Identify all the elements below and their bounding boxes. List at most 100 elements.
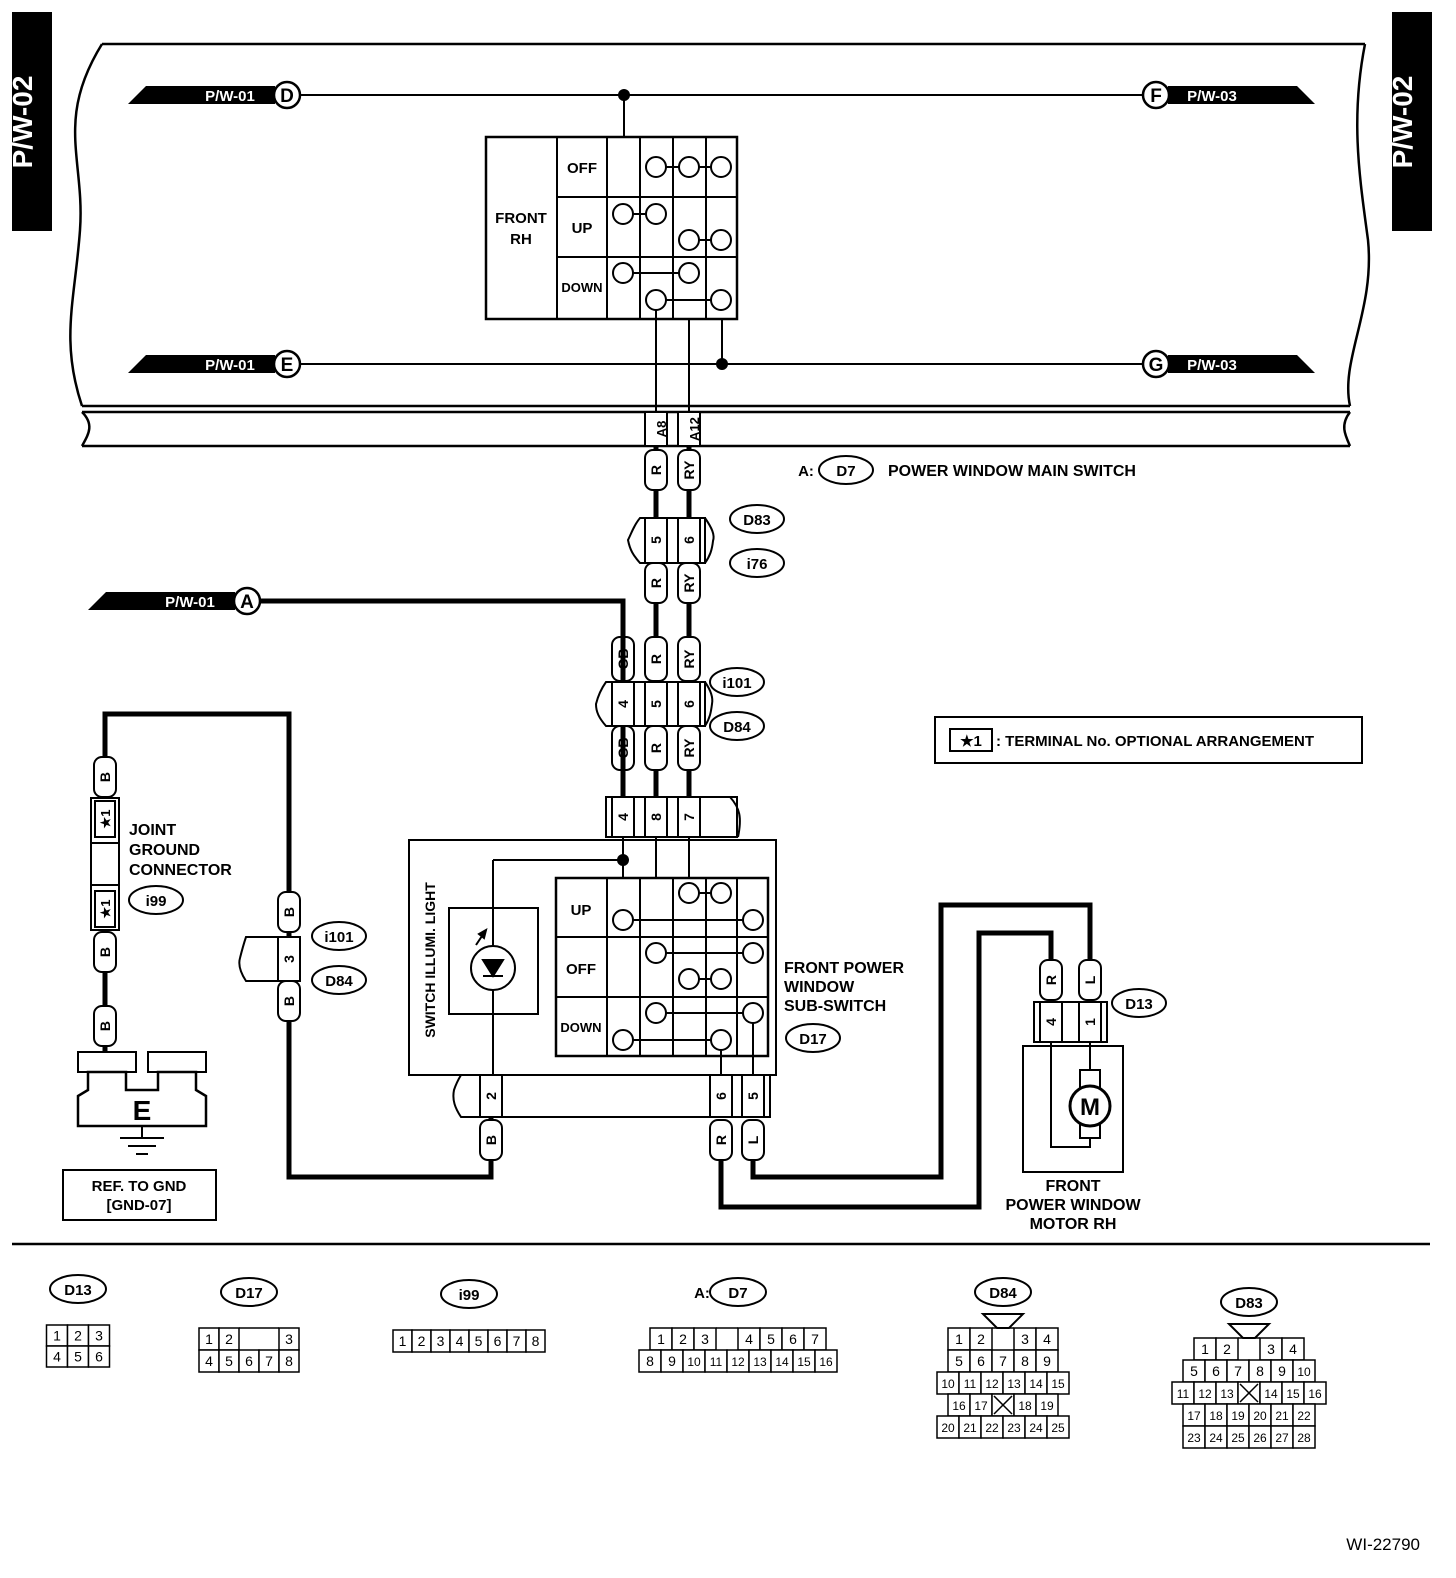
d17-top-connector: 4 8 7 [605,796,741,838]
side-tag-left-text: P/W-02 [7,76,38,169]
connector-pin-number: 4 [456,1333,464,1349]
led-icon [470,860,516,1075]
wire-tag-ry: RY [681,649,697,669]
main-switch-panel-outline [69,42,1371,448]
connector-pin-number: 5 [225,1353,233,1369]
connector-pin-number: 20 [1253,1409,1267,1423]
pin-1: 1 [1082,1018,1098,1026]
connector-badge [818,455,874,485]
wire-tag-b: B [281,996,297,1006]
connector-label-i76: i76 [747,556,768,573]
wire-tag-b: B [97,1021,113,1031]
wire-tag-b: B [281,907,297,917]
connector-pin-number: 18 [1018,1399,1032,1413]
connector-pin-number: 17 [1187,1409,1201,1423]
connector-pin-number: 9 [1278,1363,1286,1379]
connector-pin-number: 1 [955,1331,963,1347]
joint-ground-label: CONNECTOR [129,862,232,879]
motor-name: FRONT [1045,1178,1100,1195]
connector-d83-i76: 5 6 D83 i76 [626,504,785,578]
connector-pin-number: 10 [1297,1365,1311,1379]
connector-pin-number: 10 [687,1355,701,1369]
connector-label-i101: i101 [324,929,353,946]
connector-pin-number: 16 [1308,1387,1322,1401]
connector-pin-number: 7 [811,1331,819,1347]
connector-pin-number: 5 [955,1353,963,1369]
connector-pin-number: 8 [1256,1363,1264,1379]
pin-star-1: ★1 [98,810,113,829]
connector-pin-number: 19 [1231,1409,1245,1423]
ref-flag-g-label: P/W-03 [1187,357,1237,374]
main-switch-row-off: OFF [567,160,597,177]
pin-8: 8 [648,813,664,821]
connector-pin-number: 7 [999,1353,1007,1369]
connector-pin-number: 2 [418,1333,426,1349]
ground-ref-label: REF. TO GND [92,1178,187,1195]
connector-pin-number: 12 [1198,1387,1212,1401]
connector-view-prefix: A: [694,1285,710,1302]
connector-pin-number: 1 [1201,1341,1209,1357]
connector-pin-number: 26 [1253,1431,1267,1445]
pin-5: 5 [648,700,664,708]
connector-pin-number: 12 [731,1355,745,1369]
connector-pin-number: 21 [1275,1409,1289,1423]
wire-tag-b: B [483,1135,499,1145]
connector-pin-number: 14 [1029,1377,1043,1391]
connector-pin-number: 13 [1007,1377,1021,1391]
ref-flag-f: P/W-03 F [1141,80,1315,110]
connector-pin-number: 3 [701,1331,709,1347]
ref-letter-d: D [280,86,294,107]
sub-switch-name: SUB-SWITCH [784,998,886,1015]
connector-pin-number: 3 [95,1328,103,1344]
side-tag-left: P/W-02 [7,12,52,231]
connector-pin-number: 6 [977,1353,985,1369]
connector-pin-number: 24 [1029,1421,1043,1435]
connector-pin-number: 1 [657,1331,665,1347]
sub-switch-name: FRONT POWER [784,960,904,977]
connector-pin-number: 9 [668,1353,676,1369]
connector-pin-number: 1 [399,1333,407,1349]
ref-letter-a: A [240,592,254,613]
connector-label-d17: D17 [799,1031,827,1048]
wire-tag-r: R [1043,975,1059,985]
connector-pin-number: 6 [494,1333,502,1349]
connector-pin-number: 8 [1021,1353,1029,1369]
motor-name: POWER WINDOW [1005,1197,1141,1214]
motor-name: MOTOR RH [1030,1216,1117,1233]
pin-3: 3 [281,955,297,963]
connector-pin-number: 15 [797,1355,811,1369]
ground-letter: E [133,1095,152,1126]
connector-pin-number: 15 [1286,1387,1300,1401]
joint-ground-label: JOINT [129,822,176,839]
wire-tag-r: R [713,1135,729,1145]
wire-tag-ry: RY [681,573,697,593]
connector-pin-number: 4 [1043,1331,1051,1347]
connector-pin-number: 11 [964,1377,977,1391]
connector-pin-number: 5 [74,1349,82,1365]
connector-pin-number: 4 [1289,1341,1297,1357]
connector-pin-number: 5 [475,1333,483,1349]
connector-pin-number: 28 [1297,1431,1311,1445]
connector-pin-number: 4 [53,1349,61,1365]
connector-pin-number: 25 [1231,1431,1245,1445]
pin-5: 5 [745,1092,761,1100]
connector-label-d84: D84 [325,973,353,990]
motor-wires [718,902,1093,1210]
main-switch-name: POWER WINDOW MAIN SWITCH [888,463,1136,480]
ref-flag-a-label: P/W-01 [165,594,215,611]
connector-pin-number: 12 [985,1377,999,1391]
ground-terminal: E REF. TO GND [GND-07] [62,1051,217,1221]
connector-pin-number: 11 [1177,1387,1190,1401]
connector-i101-d84: 4 5 6 i101 D84 [594,667,765,741]
connector-label-d83: D83 [743,512,771,529]
terminal-note: ★1 : TERMINAL No. OPTIONAL ARRANGEMENT [934,716,1363,764]
main-switch-label: FRONT [495,210,547,227]
connector-pin-number: 20 [941,1421,955,1435]
connector-pin-number: 5 [767,1331,775,1347]
pin-4: 4 [615,813,631,821]
connector-pin-number: 5 [1190,1363,1198,1379]
connector-pin-number: 7 [1234,1363,1242,1379]
wire-tag-ry: RY [681,460,697,480]
